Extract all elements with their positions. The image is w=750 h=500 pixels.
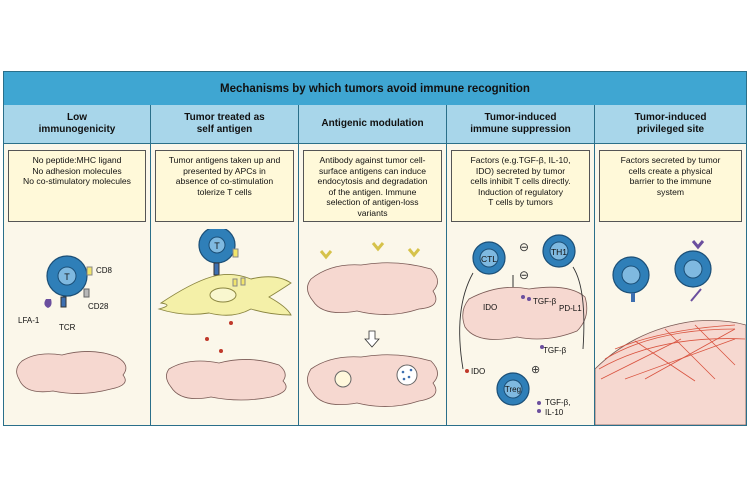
tumor-cell-icon — [16, 351, 127, 394]
column-illustration: CTL TH1 ⊖ ⊖ IDO TGF-β PD-L1 TGF-β IDO Tr… — [447, 229, 594, 425]
inhibition-path — [572, 266, 585, 350]
column-illustration: T — [151, 226, 298, 425]
tumor-cell-icon — [462, 286, 588, 340]
column-heading: Tumor-induced immune suppression — [447, 105, 594, 144]
column-illustration — [594, 229, 747, 426]
antibody-icon — [407, 248, 421, 258]
lfa1-label: LFA-1 — [18, 316, 40, 325]
column-low-immunogenicity: Low immunogenicity No peptide:MHC ligand… — [4, 105, 151, 425]
column-immune-suppression: Tumor-induced immune suppression Factors… — [447, 105, 595, 425]
lysosome-icon — [396, 364, 418, 386]
extracellular-matrix-icon — [598, 324, 746, 382]
column-illustration — [299, 229, 446, 425]
column-heading: Tumor-induced privileged site — [595, 105, 746, 144]
activate-sign: ⊕ — [531, 364, 540, 376]
column-tumor-self-antigen: Tumor treated as self antigen Tumor anti… — [151, 105, 299, 425]
tgfb-label: TGF-β — [543, 346, 567, 355]
antibody-icon — [371, 242, 385, 252]
tumor-cell-icon — [307, 262, 438, 315]
cd8-receptor-icon — [86, 266, 93, 276]
inhibit-sign: ⊖ — [519, 240, 529, 254]
th1-label: TH1 — [551, 247, 567, 257]
pdl1-label: PD-L1 — [559, 304, 582, 313]
cd28-receptor-icon — [83, 288, 90, 298]
column-description: Antibody against tumor cell- surface ant… — [303, 150, 442, 222]
diagram-title: Mechanisms by which tumors avoid immune … — [4, 72, 746, 106]
tumor-cell-icon — [166, 359, 287, 401]
tcr-receptor-icon — [60, 296, 67, 308]
column-heading: Tumor treated as self antigen — [151, 105, 298, 144]
down-arrow-icon — [364, 330, 380, 348]
column-heading: Low immunogenicity — [4, 105, 150, 144]
inhibition-path — [459, 272, 474, 370]
column-illustration: T CD8 CD28 LFA-1 TCR — [4, 229, 150, 425]
column-heading: Antigenic modulation — [299, 105, 446, 144]
inhibit-sign: ⊖ — [519, 268, 529, 282]
ctl-label: CTL — [481, 254, 497, 264]
endosome-icon — [334, 370, 352, 388]
lfa1-icon — [44, 299, 52, 308]
diagram-figure: Mechanisms by which tumors avoid immune … — [3, 71, 747, 426]
t-cell-label: T — [64, 272, 70, 282]
column-description: Factors secreted by tumor cells create a… — [599, 150, 742, 222]
tumor-tissue-icon — [594, 320, 747, 426]
ido-label: IDO — [483, 303, 497, 312]
t-cell-label: T — [214, 241, 220, 251]
treg-label: Treg — [505, 385, 521, 394]
column-description: No peptide:MHC ligand No adhesion molecu… — [8, 150, 146, 222]
antibody-icon — [319, 250, 333, 260]
ido-label: IDO — [471, 367, 485, 376]
column-antigenic-modulation: Antigenic modulation Antibody against tu… — [299, 105, 447, 425]
column-privileged-site: Tumor-induced privileged site Factors se… — [594, 105, 747, 426]
cd8-label: CD8 — [96, 266, 113, 275]
tcr-label: TCR — [59, 323, 76, 332]
cd28-label: CD28 — [88, 302, 109, 311]
column-description: Factors (e.g.TGF-β, IL-10, IDO) secreted… — [451, 150, 590, 222]
tgfb-il10-label: TGF-β, — [545, 398, 570, 407]
il10-label: IL-10 — [545, 408, 564, 417]
column-description: Tumor antigens taken up and presented by… — [155, 150, 294, 222]
tumor-cell-icon — [307, 354, 438, 407]
tgfb-label: TGF-β — [533, 297, 557, 306]
